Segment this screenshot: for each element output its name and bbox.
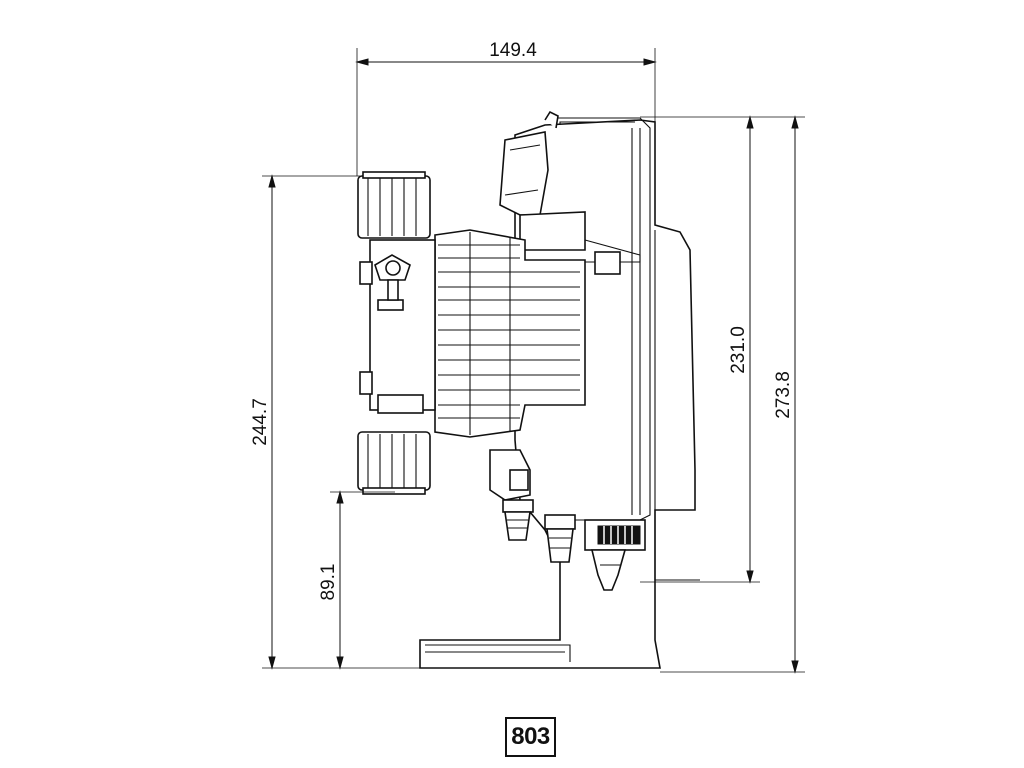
dimension-left-height xyxy=(262,174,420,670)
dimension-top-width xyxy=(355,48,657,176)
valve-block xyxy=(359,239,436,414)
dimension-label-overall-height: 273.8 xyxy=(773,371,794,419)
dimension-label-body-height: 231.0 xyxy=(728,326,749,374)
dimension-label-top-width: 149.4 xyxy=(489,40,537,61)
dimension-inlet-height xyxy=(330,490,395,670)
page-number: 803 xyxy=(511,723,550,750)
dimension-overall-height xyxy=(660,115,805,674)
dimension-body-height xyxy=(640,115,760,584)
pump-head xyxy=(434,229,586,438)
dimension-label-left-height: 244.7 xyxy=(250,398,271,446)
cable-glands xyxy=(489,449,646,591)
dimension-label-inlet-height: 89.1 xyxy=(318,564,339,601)
bottom-union-nut xyxy=(357,431,431,495)
top-union-nut xyxy=(357,171,431,239)
page-number-box: 803 xyxy=(505,717,556,757)
